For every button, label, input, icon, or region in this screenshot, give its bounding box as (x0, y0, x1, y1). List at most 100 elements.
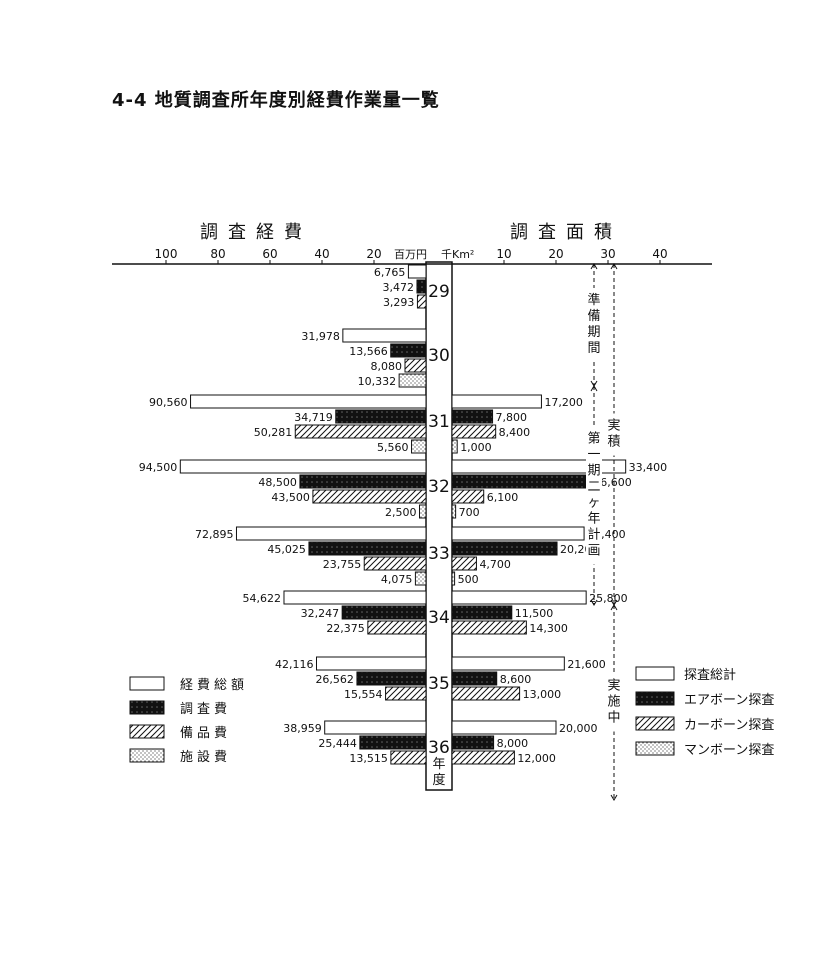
right-unit-label: 千Km² (441, 248, 474, 261)
left-data-label: 42,116 (275, 658, 314, 671)
right-bar-探査総計 (451, 656, 565, 671)
period-arrow-start (590, 385, 598, 392)
left-bar-経費総額 (190, 394, 427, 409)
left-data-label: 31,978 (301, 330, 340, 343)
year-label: 36 (428, 738, 450, 758)
left-tick-label: 100 (155, 247, 178, 261)
right-tick-label: 30 (600, 247, 615, 261)
period-label-char: 画 (587, 544, 600, 559)
period-label-char: 間 (587, 341, 600, 356)
left-bar-調査費 (308, 541, 427, 556)
left-data-label: 8,080 (370, 360, 402, 373)
left-data-label: 25,444 (318, 737, 357, 750)
right-data-label: 11,500 (515, 607, 554, 620)
right-data-label: 700 (459, 506, 480, 519)
year-unit-label-2: 度 (432, 772, 445, 788)
left-data-label: 90,560 (149, 396, 188, 409)
left-bar-調査費 (335, 409, 427, 424)
right-data-label: 8,600 (500, 673, 531, 686)
left-bar-経費総額 (315, 656, 427, 671)
right-data-label: 500 (458, 573, 479, 586)
legend-label-right: 探査総計 (684, 667, 736, 683)
left-data-label: 3,472 (382, 281, 414, 294)
left-bar-備品費 (385, 686, 427, 701)
period-arrow-start (610, 263, 618, 270)
period-label-char: 年 (587, 512, 600, 527)
right-tick-label: 10 (496, 247, 511, 261)
right-data-label: 6,100 (487, 491, 518, 504)
right-bar-カーボーン探査 (451, 489, 485, 504)
left-bar-調査費 (416, 279, 427, 294)
left-data-label: 54,622 (242, 592, 281, 605)
left-bar-備品費 (416, 294, 427, 309)
period-label-char: 計 (587, 527, 600, 543)
left-data-label: 48,500 (258, 476, 297, 489)
left-bar-調査費 (299, 474, 427, 489)
right-bar-探査総計 (451, 394, 542, 409)
left-bar-施設費 (411, 439, 427, 454)
legend-swatch-right (635, 741, 675, 756)
left-bar-備品費 (312, 489, 427, 504)
right-data-label: 20,000 (559, 722, 598, 735)
left-data-label: 26,562 (315, 673, 354, 686)
period-label-char: 第 (587, 432, 600, 447)
left-bar-調査費 (341, 605, 427, 620)
left-bar-経費総額 (235, 526, 427, 541)
period-label-char: 中 (607, 711, 620, 726)
right-bar-探査総計 (451, 459, 627, 474)
left-data-label: 32,247 (301, 607, 340, 620)
left-data-label: 38,959 (283, 722, 322, 735)
right-bar-カーボーン探査 (451, 424, 497, 439)
legend-label-left: 調査費 (180, 702, 231, 717)
year-label: 34 (428, 608, 450, 628)
left-tick-label: 60 (262, 247, 277, 261)
left-data-label: 6,765 (374, 266, 406, 279)
left-data-label: 13,566 (349, 345, 388, 358)
right-tick-label: 20 (548, 247, 563, 261)
period-label-char: 期 (587, 325, 600, 340)
left-bar-経費総額 (283, 590, 427, 605)
right-data-label: 7,800 (496, 411, 528, 424)
period-label-char: 実 (607, 418, 620, 434)
left-bar-備品費 (363, 556, 427, 571)
right-bar-エアボーン探査 (451, 541, 558, 556)
period-label-char: 二 (587, 480, 600, 495)
right-bar-探査総計 (451, 526, 585, 541)
period-label-bg (606, 673, 622, 732)
legend-swatch-right (635, 716, 675, 731)
legend-label-right: エアボーン探査 (684, 693, 774, 708)
period-label-char: 期 (587, 464, 600, 479)
right-data-label: 17,200 (544, 396, 583, 409)
period-label-char: ヶ (587, 496, 600, 511)
left-bar-調査費 (390, 343, 427, 358)
period-arrow-end (590, 599, 598, 606)
right-bar-エアボーン探査 (451, 671, 498, 686)
legend-swatch-left (129, 748, 165, 763)
left-bar-調査費 (356, 671, 427, 686)
right-bar-マンボーン探査 (451, 439, 458, 454)
right-bar-探査総計 (451, 590, 587, 605)
legend-swatch-right (635, 666, 675, 681)
right-data-label: 13,000 (523, 688, 562, 701)
right-data-label: 21,600 (567, 658, 606, 671)
period-label-char: 実 (607, 678, 620, 694)
left-data-label: 22,375 (326, 622, 365, 635)
year-label: 35 (428, 674, 450, 694)
right-data-label: 33,400 (629, 461, 668, 474)
year-label: 33 (428, 544, 450, 564)
right-data-label: 8,000 (497, 737, 528, 750)
left-unit-label: 百万円 (394, 248, 427, 261)
left-tick-label: 40 (314, 247, 329, 261)
period-label-bg (606, 413, 622, 456)
left-bar-施設費 (419, 504, 427, 519)
left-data-label: 45,025 (267, 543, 306, 556)
right-bar-エアボーン探査 (451, 409, 494, 424)
right-bar-エアボーン探査 (451, 605, 513, 620)
right-bar-探査総計 (451, 720, 557, 735)
left-data-label: 43,500 (271, 491, 310, 504)
left-data-label: 13,515 (349, 752, 388, 765)
right-bar-マンボーン探査 (451, 571, 456, 586)
page-title: 4-4 地質調査所年度別経費作業量一覧 (112, 90, 440, 111)
right-data-label: 1,000 (460, 441, 492, 454)
